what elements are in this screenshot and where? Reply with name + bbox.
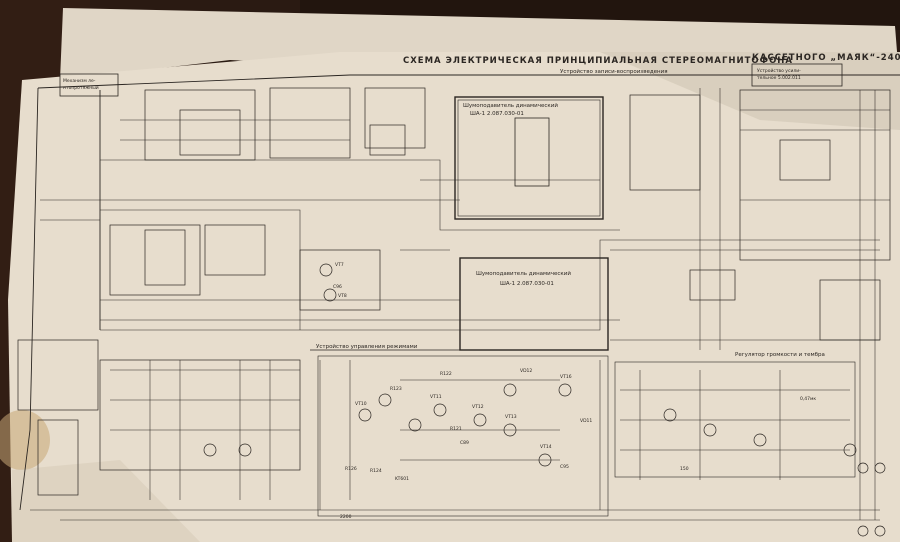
mechanism-block: Механизм ле- нтопротяжный: [59, 73, 119, 97]
component-labels: VT7 VT8 VT10 VT11 VT12 VT13 VT14 VT16 VD…: [333, 262, 816, 520]
schematic-title: СХЕМА ЭЛЕКТРИЧЕСКАЯ ПРИНЦИПИАЛЬНАЯ СТЕРЕ…: [403, 56, 793, 66]
svg-text:2200: 2200: [340, 514, 352, 520]
paper-stain: [0, 410, 50, 470]
svg-text:ША-1 2.087.030-01: ША-1 2.087.030-01: [500, 281, 554, 287]
svg-text:C95: C95: [560, 464, 569, 470]
svg-text:VT10: VT10: [355, 401, 367, 407]
noise-reducer-top: Шумоподавитель динамический ША-1 2.087.0…: [454, 96, 604, 220]
svg-text:KT601: KT601: [395, 476, 409, 482]
svg-text:Регулятор громкости и тембра: Регулятор громкости и тембра: [735, 352, 825, 358]
svg-text:ША-1 2.087.030-01: ША-1 2.087.030-01: [470, 111, 524, 117]
schematic-paper: [8, 52, 900, 542]
svg-text:VT16: VT16: [560, 374, 572, 380]
svg-text:Устройство усили-: Устройство усили-: [757, 67, 801, 74]
schematic-model: КАССЕТНОГО „МАЯК“-240С-1: [752, 53, 900, 63]
svg-text:150: 150: [680, 466, 689, 472]
svg-text:R124: R124: [370, 468, 382, 474]
svg-text:VT14: VT14: [540, 444, 552, 450]
transistors: [203, 263, 886, 537]
svg-text:VD11: VD11: [580, 418, 592, 424]
svg-text:C89: C89: [460, 440, 469, 446]
svg-text:0,47мк: 0,47мк: [800, 396, 816, 402]
svg-text:VT8: VT8: [338, 293, 347, 299]
left-circuit-blocks: [17, 87, 891, 496]
svg-text:VT12: VT12: [472, 404, 484, 410]
svg-text:R121: R121: [450, 426, 462, 432]
svg-text:R122: R122: [440, 371, 452, 377]
svg-text:R123: R123: [390, 386, 402, 392]
svg-text:C96: C96: [333, 284, 342, 290]
svg-text:VD12: VD12: [520, 368, 532, 374]
record-playback-label: Устройство записи-воспроизведения: [560, 68, 668, 75]
svg-text:R126: R126: [345, 466, 357, 472]
volume-tone-block: Регулятор громкости и тембра: [614, 352, 856, 478]
svg-text:тельное 5.002.011: тельное 5.002.011: [757, 75, 801, 81]
svg-text:VT7: VT7: [335, 262, 344, 268]
amplifier-block: Устройство усили- тельное 5.002.011: [751, 63, 843, 87]
svg-text:Шумоподавитель динамический: Шумоподавитель динамический: [476, 270, 571, 277]
svg-text:Механизм ле-: Механизм ле-: [63, 78, 96, 84]
svg-text:VT13: VT13: [505, 414, 517, 420]
svg-text:нтопротяжный: нтопротяжный: [63, 84, 99, 91]
mode-control-block: Устройство управления режимами: [310, 343, 609, 517]
svg-text:Устройство управления режимами: Устройство управления режимами: [316, 343, 418, 350]
svg-text:Шумоподавитель динамический: Шумоподавитель динамический: [463, 102, 558, 109]
svg-text:VT11: VT11: [430, 394, 442, 400]
wiring: [30, 88, 890, 521]
